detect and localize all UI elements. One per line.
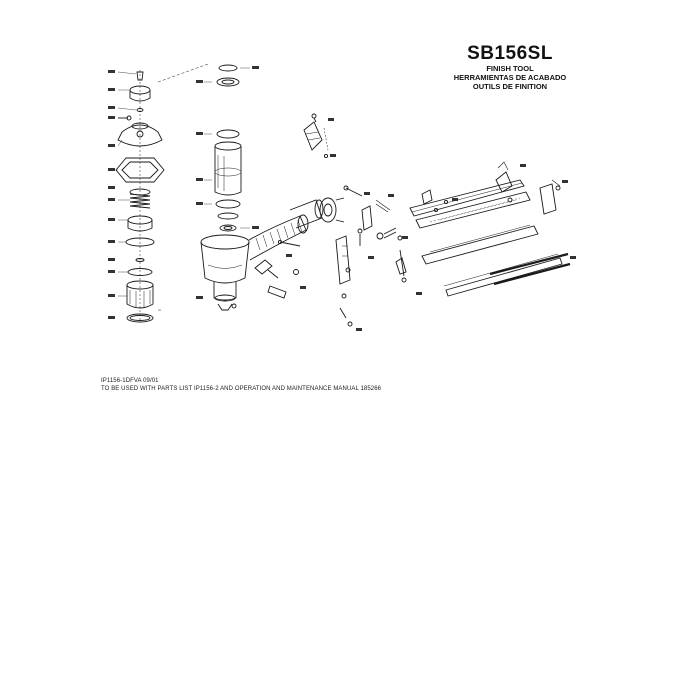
callout-leaders — [116, 67, 250, 297]
callout-marks — [108, 66, 576, 331]
main-housing — [200, 199, 324, 311]
subtitle-spanish: HERRAMIENTAS DE ACABADO — [453, 73, 567, 82]
exploded-parts-diagram — [108, 63, 576, 331]
usage-note: TO BE USED WITH PARTS LIST IP1156-2 AND … — [101, 386, 382, 392]
trigger-bracket — [303, 113, 329, 159]
title-block: SB156SL FINISH TOOL HERRAMIENTAS DE ACAB… — [430, 43, 590, 92]
magazine-assembly — [395, 161, 571, 297]
subtitle-english: FINISH TOOL — [486, 64, 534, 73]
footer-notes: IP1156-1DFVA 09/01 TO BE USED WITH PARTS… — [101, 377, 381, 393]
trigger-linkage — [335, 199, 403, 327]
end-cap — [319, 197, 345, 223]
cap-assembly-stack — [115, 70, 165, 323]
fasteners — [231, 185, 363, 309]
subtitle-french: OUTILS DE FINITION — [472, 82, 548, 91]
cylinder-stack — [214, 64, 242, 232]
document-id: IP1156-1DFVA 09/01 — [101, 378, 159, 384]
model-number: SB156SL — [467, 43, 553, 64]
